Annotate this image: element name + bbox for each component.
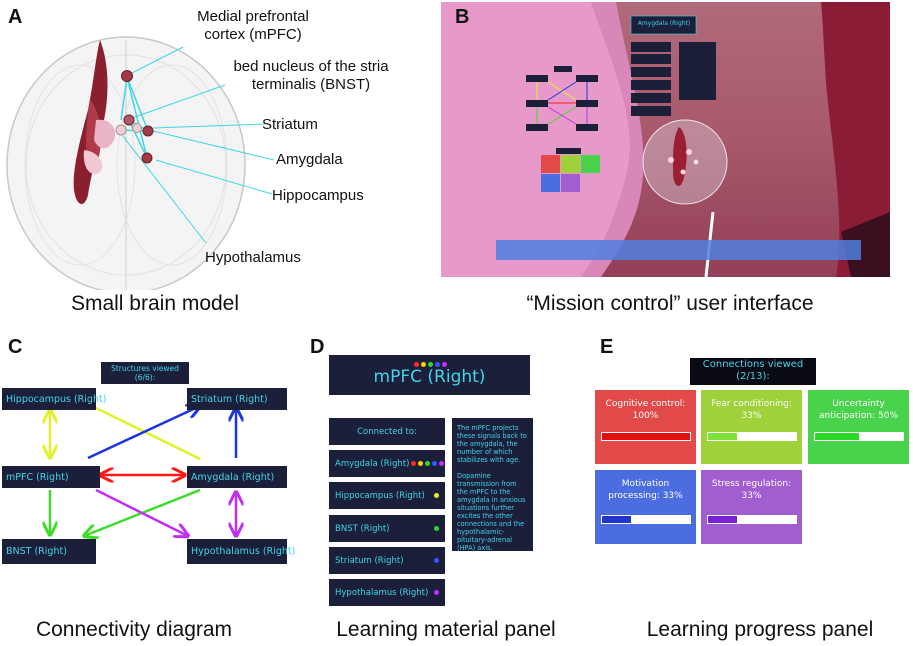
description-paragraph-2: Dopamine transmission from the mPFC to t…	[457, 472, 526, 552]
panel-e-letter: E	[600, 336, 614, 358]
panel-b-letter: B	[455, 6, 470, 28]
connections-viewed-header: Connections viewed (2/13):	[690, 358, 816, 385]
progress-card-motivation-processing: Motivation processing: 33%	[595, 470, 696, 544]
caption-c: Connectivity diagram	[35, 618, 233, 641]
dot-green	[434, 526, 439, 531]
label-mpfc: Medial prefrontal cortex (mPFC)	[197, 8, 309, 43]
label-hippocampus: Hippocampus	[272, 187, 364, 204]
structures-viewed-header: Structures viewed (6/6):	[101, 362, 189, 384]
learning-description: The mPFC projects these signals back to …	[452, 418, 533, 552]
card-label: Motivation processing: 33%	[608, 479, 683, 501]
learning-title: mPFC (Right)	[373, 367, 486, 387]
card-label: Stress regulation: 33%	[711, 479, 792, 501]
node-mpfc[interactable]: mPFC (Right)	[2, 466, 100, 488]
title-dot-1	[414, 362, 419, 367]
connected-item-amygdala[interactable]: Amygdala (Right)	[329, 450, 445, 477]
progress-fill	[602, 516, 632, 523]
item-label: BNST (Right)	[335, 523, 390, 534]
progress-bar	[601, 515, 691, 524]
item-label: Hippocampus (Right)	[335, 490, 425, 501]
node-hypothalamus[interactable]: Hypothalamus (Right)	[187, 539, 295, 564]
node-hippocampus[interactable]: Hippocampus (Right)	[2, 388, 106, 410]
connected-item-hippocampus[interactable]: Hippocampus (Right)	[329, 482, 445, 509]
dot-green	[425, 460, 431, 466]
label-bnst: bed nucleus of the stria terminalis (BNS…	[233, 58, 389, 93]
card-label: Fear conditioning: 33%	[711, 399, 792, 421]
dot-yellow	[418, 460, 424, 466]
dot-purple	[439, 460, 445, 466]
item-label: Hypothalamus (Right)	[335, 587, 429, 598]
progress-fill	[708, 516, 738, 523]
mission-control-title: Amygdala (Right)	[637, 20, 691, 27]
panel-c-letter: C	[8, 336, 23, 358]
title-dot-4	[435, 362, 440, 367]
description-paragraph-1: The mPFC projects these signals back to …	[457, 424, 527, 464]
dot-blue	[434, 558, 439, 563]
node-amygdala[interactable]: Amygdala (Right)	[187, 466, 287, 488]
connected-to-header: Connected to:	[329, 418, 445, 445]
card-label: Uncertainty anticipation: 50%	[818, 399, 899, 421]
panel-d-letter: D	[310, 336, 325, 358]
brain-model-illustration	[6, 36, 275, 290]
node-bnst[interactable]: BNST (Right)	[2, 539, 96, 564]
title-dots	[329, 359, 530, 367]
connected-item-bnst[interactable]: BNST (Right)	[329, 515, 445, 542]
dot-yellow	[434, 493, 439, 498]
item-dots	[409, 459, 445, 469]
progress-card-cognitive-control: Cognitive control: 100%	[595, 390, 696, 464]
label-striatum: Striatum	[262, 116, 318, 133]
progress-fill	[708, 433, 738, 440]
mission-control-scene	[441, 2, 890, 277]
mission-control-screenshot: Amygdala (Right)	[441, 2, 890, 277]
title-dot-3	[428, 362, 433, 367]
caption-a: Small brain model	[70, 292, 240, 315]
progress-card-stress-regulation: Stress regulation: 33%	[701, 470, 802, 544]
connectivity-arrows	[0, 350, 300, 580]
label-hypothalamus: Hypothalamus	[205, 249, 301, 266]
caption-e: Learning progress panel	[646, 618, 874, 641]
item-label: Striatum (Right)	[335, 555, 404, 566]
title-dot-5	[442, 362, 447, 367]
progress-bar	[601, 432, 691, 441]
dot-purple	[434, 590, 439, 595]
progress-bar	[707, 515, 797, 524]
dot-blue	[432, 460, 438, 466]
progress-card-fear-conditioning: Fear conditioning: 33%	[701, 390, 802, 464]
caption-b: “Mission control” user interface	[526, 292, 814, 315]
progress-bar	[707, 432, 797, 441]
progress-fill	[815, 433, 859, 440]
card-label: Cognitive control: 100%	[605, 399, 686, 421]
item-label: Amygdala (Right)	[335, 458, 410, 469]
label-amygdala: Amygdala	[276, 151, 343, 168]
panel-a-letter: A	[8, 6, 23, 28]
dot-red	[411, 460, 417, 466]
node-striatum[interactable]: Striatum (Right)	[187, 388, 287, 410]
connected-item-hypothalamus[interactable]: Hypothalamus (Right)	[329, 579, 445, 606]
title-dot-2	[421, 362, 426, 367]
connected-item-striatum[interactable]: Striatum (Right)	[329, 547, 445, 574]
progress-card-uncertainty-anticipation: Uncertainty anticipation: 50%	[808, 390, 909, 464]
progress-fill	[602, 433, 690, 440]
learning-title-box: mPFC (Right)	[329, 355, 530, 395]
caption-d: Learning material panel	[336, 618, 556, 641]
progress-bar	[814, 432, 904, 441]
